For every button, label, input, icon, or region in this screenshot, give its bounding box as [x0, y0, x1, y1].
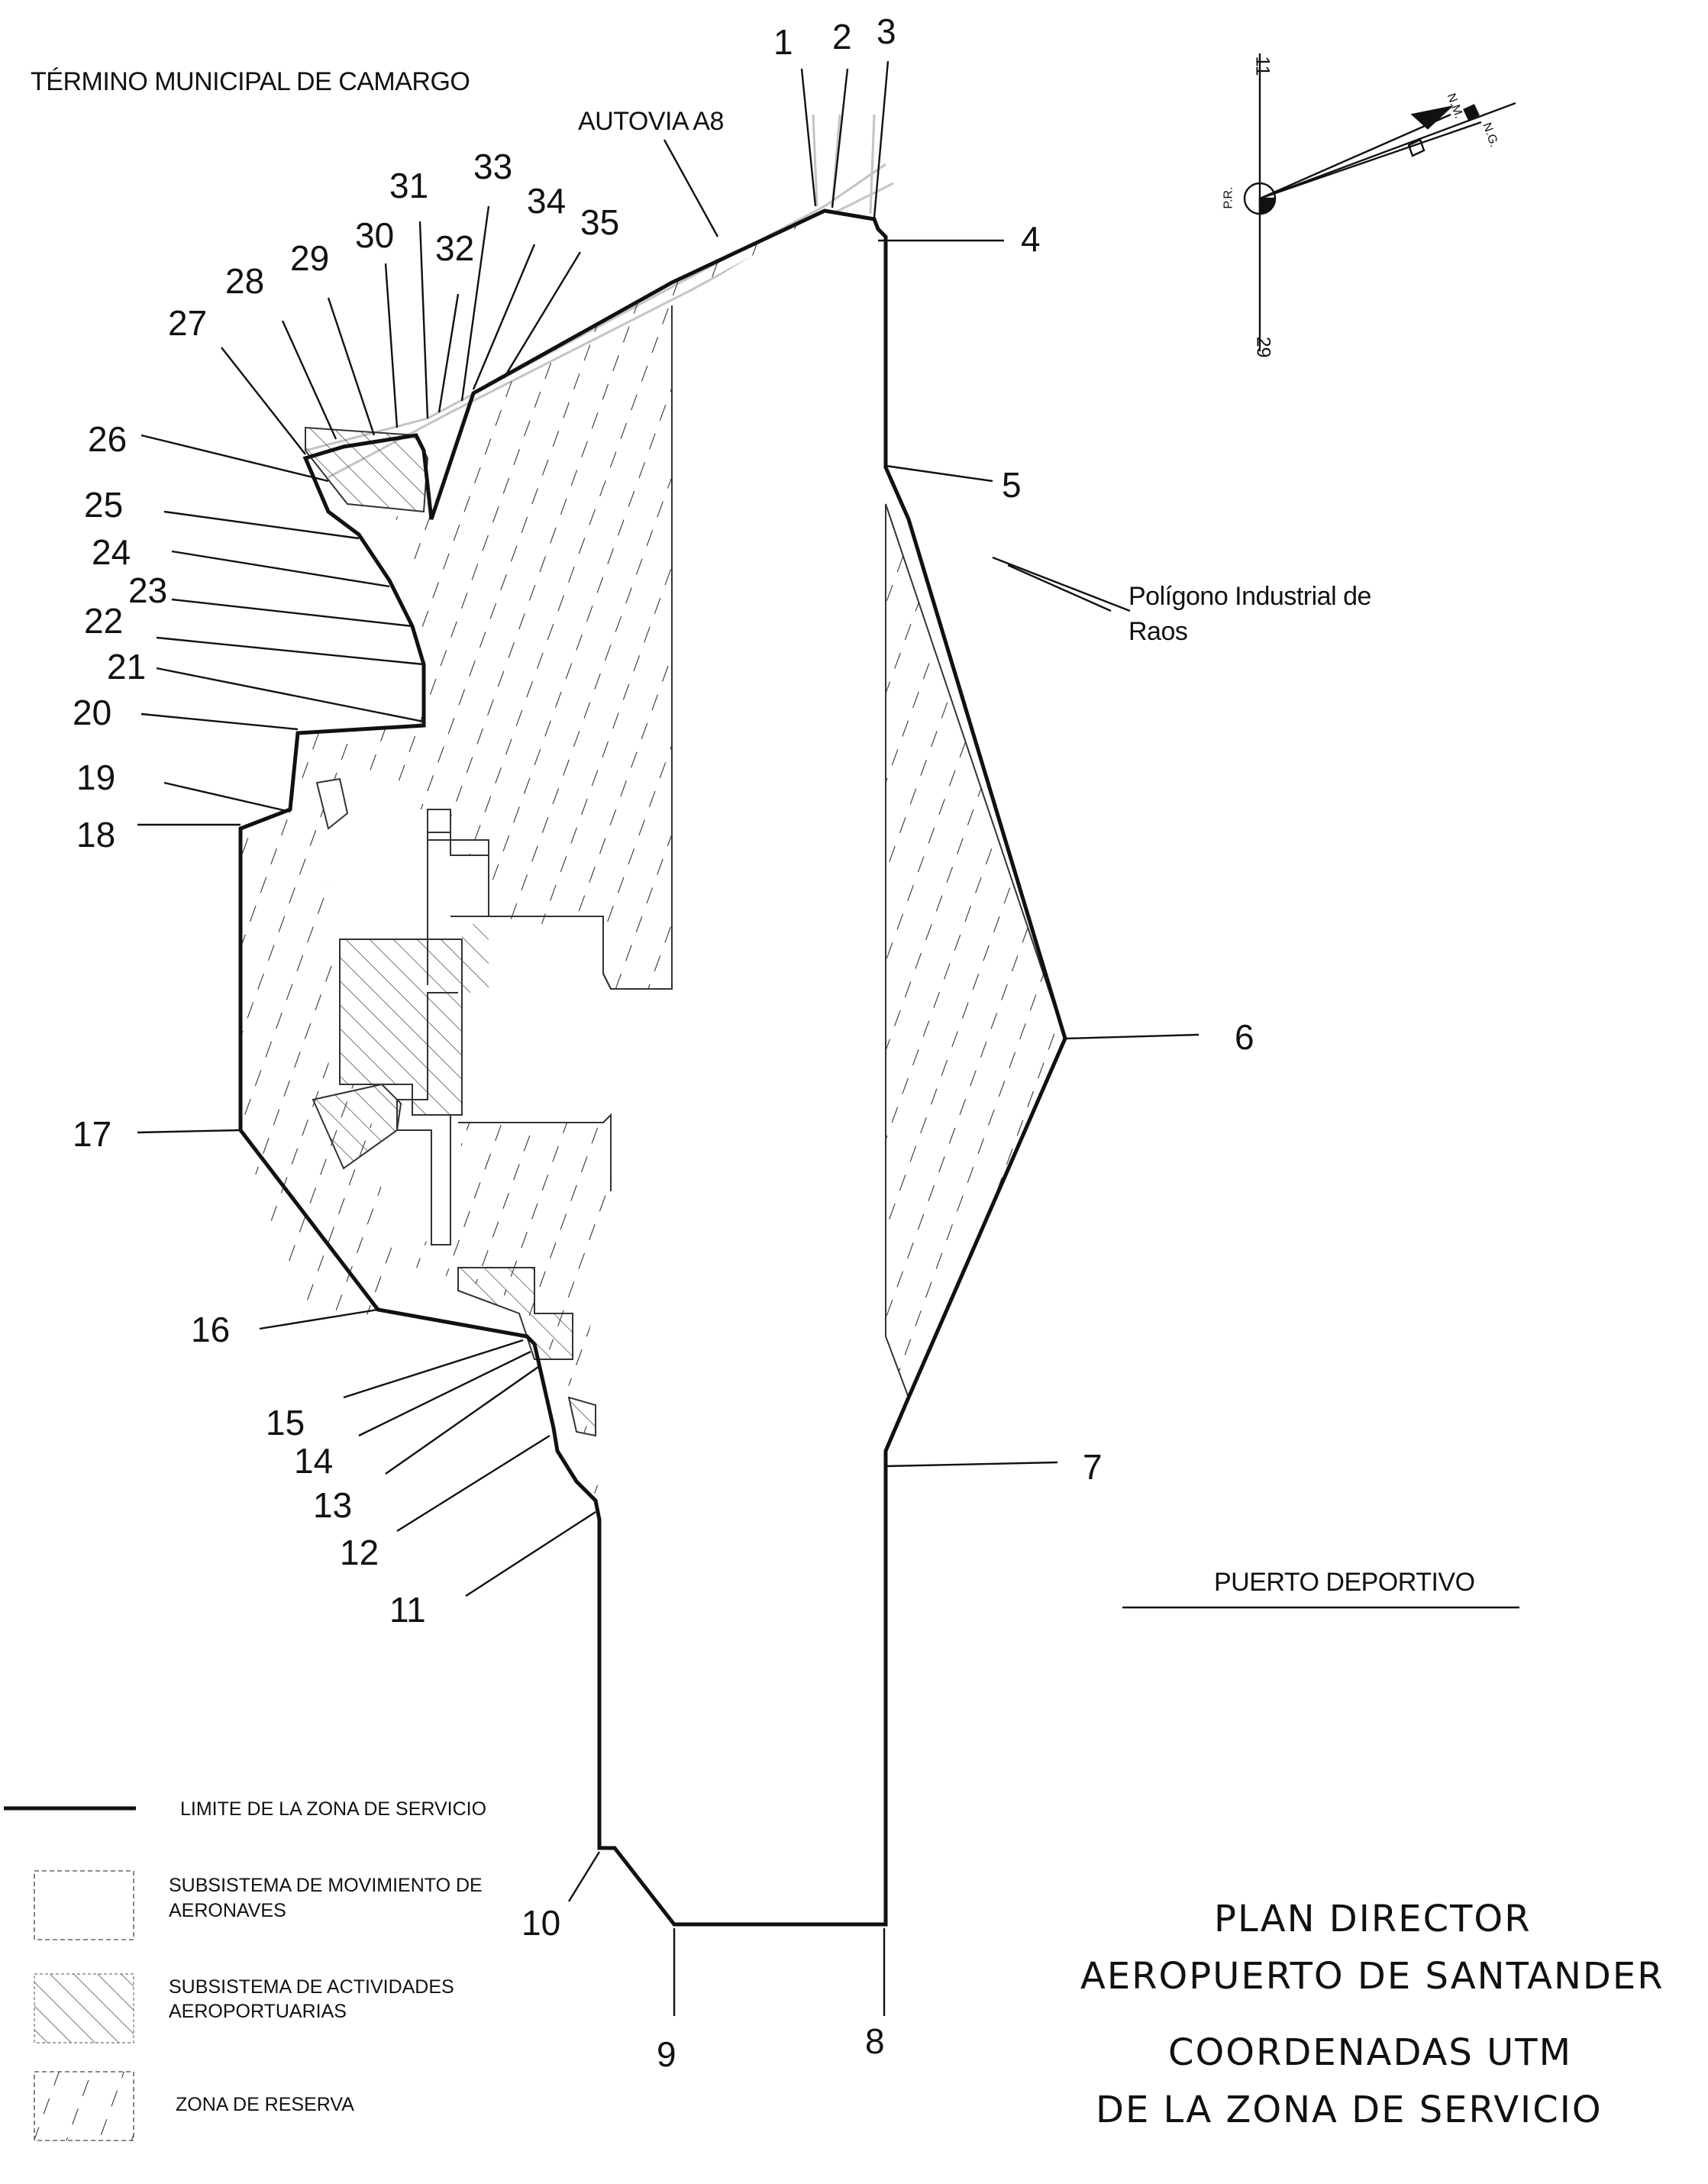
- vertex-label-25: 25: [84, 485, 124, 525]
- municipality-label: TÉRMINO MUNICIPAL DE CAMARGO: [31, 67, 470, 96]
- terminal-outline: [396, 832, 672, 1245]
- vertex-label-32: 32: [435, 228, 475, 268]
- legend-boundary-label: LIMITE DE LA ZONA DE SERVICIO: [180, 1798, 487, 1820]
- vertex-label-18: 18: [76, 815, 116, 855]
- vertex-label-4: 4: [1021, 219, 1041, 259]
- vertex-label-6: 6: [1235, 1017, 1254, 1057]
- legend-activity-label-line2: AEROPORTUARIAS: [169, 2001, 347, 2022]
- compass-top-label: 11: [1251, 56, 1274, 76]
- vertex-leaders: [137, 60, 1519, 2016]
- vertex-label-20: 20: [73, 693, 112, 732]
- compass-rose: [1243, 53, 1516, 351]
- marina-label: PUERTO DEPORTIVO: [1214, 1568, 1475, 1597]
- vertex-label-24: 24: [92, 532, 131, 572]
- legend-symbols: [4, 1806, 136, 2141]
- title-line-4: DE LA ZONA DE SERVICIO: [1096, 2089, 1603, 2131]
- compass-center-label: P.R.: [1222, 186, 1235, 209]
- vertex-label-13: 13: [313, 1485, 353, 1525]
- vertex-label-15: 15: [266, 1403, 305, 1443]
- vertex-label-34: 34: [527, 181, 567, 221]
- legend-activity-label-line1: SUBSISTEMA DE ACTIVIDADES: [169, 1976, 454, 1998]
- vertex-label-26: 26: [88, 419, 128, 459]
- legend-movement-symbol: [34, 1870, 134, 1940]
- title-line-3: COORDENADAS UTM: [1168, 2031, 1573, 2074]
- compass-bottom-label: 29: [1252, 336, 1274, 358]
- highway-label: AUTOVIA A8: [578, 107, 724, 136]
- vertex-label-8: 8: [865, 2021, 885, 2061]
- legend-movement-label-line2: AERONAVES: [169, 1900, 286, 1921]
- vertex-label-22: 22: [84, 601, 124, 641]
- vertex-label-21: 21: [107, 647, 147, 687]
- vertex-label-33: 33: [473, 147, 513, 186]
- vertex-label-31: 31: [389, 166, 429, 205]
- service-zone-boundary: [238, 208, 1067, 1927]
- industrial-label-line2: Raos: [1128, 617, 1188, 646]
- vertex-label-3: 3: [877, 11, 896, 51]
- vertex-label-28: 28: [225, 261, 265, 301]
- vertex-label-14: 14: [294, 1441, 334, 1481]
- vertex-label-7: 7: [1083, 1447, 1103, 1487]
- vertex-label-29: 29: [290, 238, 330, 278]
- vertex-label-1: 1: [773, 22, 793, 62]
- vertex-label-35: 35: [580, 202, 620, 242]
- legend-reserve-symbol: [34, 2071, 134, 2141]
- industrial-label-line1: Polígono Industrial de: [1128, 582, 1371, 611]
- vertex-label-5: 5: [1002, 465, 1022, 505]
- vertex-label-10: 10: [521, 1903, 561, 1943]
- vertex-label-19: 19: [76, 758, 116, 797]
- vertex-label-27: 27: [168, 303, 208, 343]
- legend-movement-label-line1: SUBSISTEMA DE MOVIMIENTO DE: [169, 1875, 483, 1896]
- vertex-label-12: 12: [340, 1533, 379, 1572]
- legend-reserve-label: ZONA DE RESERVA: [176, 2094, 354, 2115]
- vertex-label-2: 2: [832, 17, 852, 57]
- title-line-2: AEROPUERTO DE SANTANDER: [1080, 1955, 1664, 1998]
- aircraft-movement-area: [672, 211, 878, 1909]
- title-line-1: PLAN DIRECTOR: [1214, 1898, 1532, 1940]
- legend-activity-symbol: [34, 1973, 134, 2043]
- vertex-label-30: 30: [355, 215, 395, 255]
- vertex-label-11: 11: [389, 1590, 426, 1630]
- vertex-label-17: 17: [73, 1114, 112, 1154]
- vertex-label-9: 9: [657, 2034, 676, 2074]
- vertex-label-23: 23: [128, 570, 168, 610]
- vertex-label-16: 16: [191, 1310, 231, 1349]
